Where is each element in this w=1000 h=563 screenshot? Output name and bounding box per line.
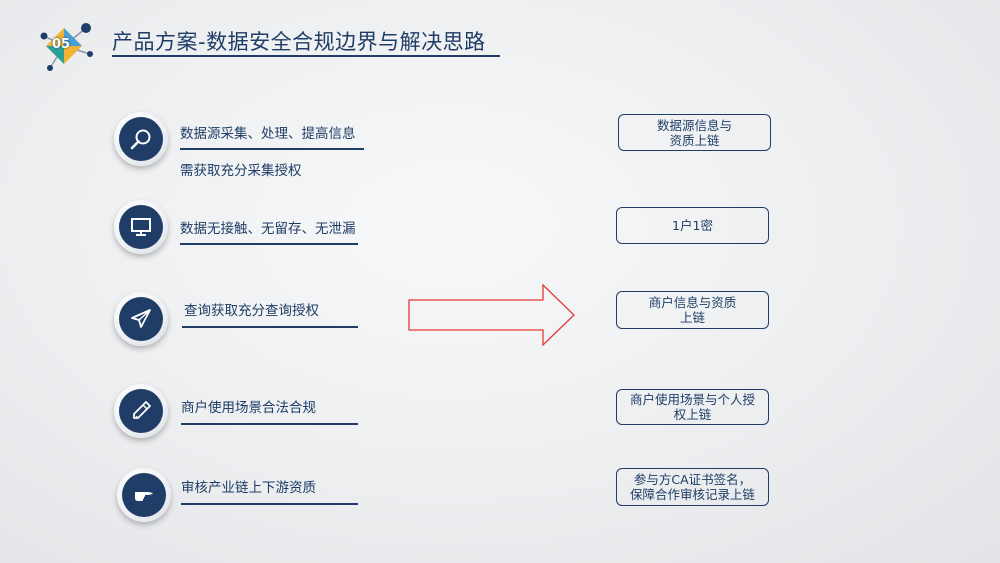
result-box-3-line2: 上链: [679, 310, 705, 325]
result-box-5-line1: 参与方CA证书签名，: [633, 472, 752, 487]
row-3-text: 查询获取充分查询授权: [184, 303, 319, 319]
pencil-icon: [133, 401, 151, 419]
paper-plane-icon-button: [114, 292, 168, 346]
monitor-icon: [131, 218, 151, 236]
right-arrow-icon: [408, 283, 576, 347]
page-title: 产品方案-数据安全合规边界与解决思路: [112, 30, 486, 54]
result-box-4-line2: 权上链: [673, 407, 712, 422]
result-box-5-line2: 保障合作审核记录上链: [629, 487, 755, 502]
row-5-text: 审核产业链上下游资质: [181, 480, 316, 496]
row-1-text-2: 需获取充分采集授权: [180, 163, 302, 179]
result-box-1: 数据源信息与 资质上链: [618, 114, 771, 151]
paper-plane-icon: [131, 309, 151, 328]
row-2-text: 数据无接触、无留存、无泄漏: [180, 221, 356, 237]
search-icon-button: [114, 112, 168, 166]
result-box-1-line2: 资质上链: [669, 132, 720, 148]
search-icon: [130, 129, 151, 150]
pointing-hand-icon-button: [117, 468, 171, 522]
pointing-hand-icon: [135, 492, 153, 501]
result-box-2-line1: 1户1密: [672, 218, 713, 233]
molecule-badge-icon: [40, 23, 93, 71]
badge-number: 05: [52, 37, 71, 52]
section-number-badge: [36, 22, 98, 74]
row-3-underline: [182, 326, 358, 328]
title-underline: [112, 55, 500, 57]
result-box-5: 参与方CA证书签名， 保障合作审核记录上链: [616, 468, 769, 506]
row-1-text: 数据源采集、处理、提高信息: [180, 126, 356, 142]
result-box-3-line1: 商户信息与资质: [648, 295, 737, 310]
row-2-underline: [180, 243, 358, 245]
result-box-4: 商户使用场景与个人授 权上链: [616, 389, 769, 425]
row-5-underline: [181, 503, 358, 505]
result-box-4-line1: 商户使用场景与个人授: [629, 392, 755, 407]
result-box-3: 商户信息与资质 上链: [616, 291, 769, 329]
row-4-underline: [181, 423, 358, 425]
row-4-text: 商户使用场景合法合规: [181, 400, 316, 416]
row-1-underline: [180, 148, 364, 150]
pencil-icon-button: [114, 384, 168, 438]
monitor-icon-button: [114, 200, 168, 254]
result-box-2: 1户1密: [616, 207, 769, 244]
result-box-1-line1: 数据源信息与: [656, 117, 732, 133]
